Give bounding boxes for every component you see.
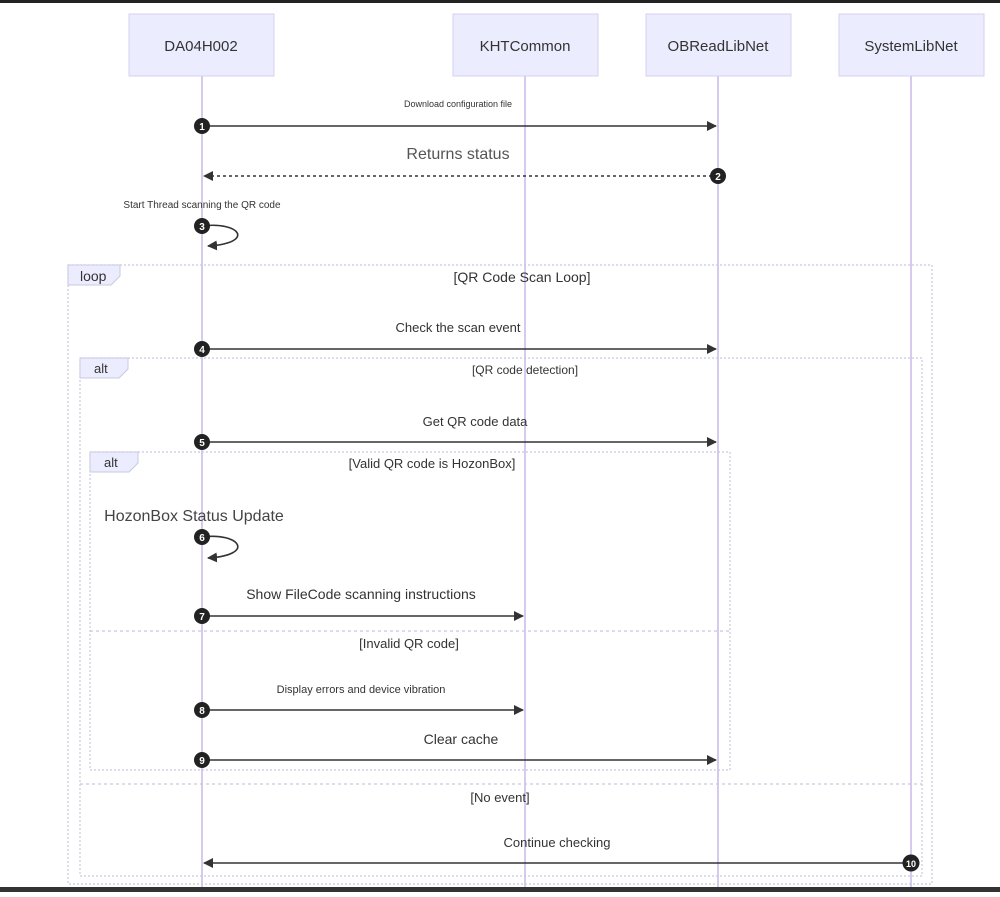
sequence-number-badge	[194, 608, 210, 624]
message-10: Continue checking 10	[203, 835, 920, 872]
fragment-tag: alt	[104, 455, 118, 470]
message-9: Clear cache 9	[194, 731, 717, 768]
participant-khtcommon: KHTCommon	[452, 13, 599, 77]
participant-systemlibnet: SystemLibNet	[838, 13, 985, 77]
message-label: HozonBox Status Update	[104, 508, 284, 525]
participant-label: DA04H002	[164, 38, 237, 55]
sequence-number-badge	[194, 752, 210, 768]
message-label: Download configuration file	[404, 99, 512, 109]
alt-fragment-outer: alt [QR code detection] [No event]	[79, 357, 923, 877]
message-label: Show FileCode scanning instructions	[246, 586, 476, 602]
bottom-edge	[0, 887, 1000, 892]
sequence-number-badge	[194, 218, 210, 234]
sequence-number-badge	[194, 341, 210, 357]
message-label: Display errors and device vibration	[277, 684, 446, 696]
message-4: Check the scan event 4	[194, 320, 717, 357]
sequence-number-badge	[710, 168, 726, 184]
fragment-tag: loop	[80, 268, 107, 284]
message-6: HozonBox Status Update 6	[104, 508, 284, 563]
svg-text:5: 5	[199, 438, 205, 449]
fragment-condition: [QR Code Scan Loop]	[454, 269, 591, 285]
svg-text:8: 8	[199, 706, 205, 717]
alt-fragment-inner: alt [Valid QR code is HozonBox] [Invalid…	[89, 451, 731, 771]
svg-text:9: 9	[199, 756, 205, 767]
participant-obreadlibnet: OBReadLibNet	[645, 13, 792, 77]
sequence-number-badge	[194, 702, 210, 718]
message-7: Show FileCode scanning instructions 7	[194, 586, 524, 624]
message-label: Get QR code data	[423, 414, 529, 429]
else-condition: [Invalid QR code]	[359, 636, 459, 651]
message-label: Start Thread scanning the QR code	[123, 200, 281, 211]
message-5: Get QR code data 5	[194, 414, 717, 450]
svg-text:1: 1	[199, 122, 205, 133]
participant-label: KHTCommon	[480, 38, 571, 55]
svg-text:10: 10	[906, 859, 916, 869]
svg-text:4: 4	[199, 345, 205, 356]
fragment-condition: [Valid QR code is HozonBox]	[349, 456, 516, 471]
svg-text:6: 6	[199, 533, 205, 544]
fragment-condition: [QR code detection]	[472, 363, 578, 377]
message-label: Returns status	[406, 146, 509, 163]
sequence-number-badge	[194, 529, 210, 545]
svg-text:2: 2	[715, 172, 721, 183]
message-8: Display errors and device vibration 8	[194, 684, 524, 718]
participant-label: SystemLibNet	[864, 38, 958, 55]
sequence-number-badge	[194, 434, 210, 450]
message-3: Start Thread scanning the QR code 3	[123, 200, 281, 251]
participant-label: OBReadLibNet	[668, 38, 770, 55]
message-label: Clear cache	[424, 731, 499, 747]
message-2: Returns status 2	[203, 146, 726, 184]
sequence-number-badge	[194, 118, 210, 134]
top-edge	[0, 0, 1000, 3]
message-label: Check the scan event	[395, 320, 520, 335]
message-1: Download configuration file 1	[194, 99, 717, 134]
participant-da04h002: DA04H002	[128, 13, 275, 77]
svg-text:3: 3	[199, 222, 205, 233]
sequence-number-badge	[902, 854, 920, 872]
loop-fragment: loop [QR Code Scan Loop]	[67, 264, 933, 885]
else-condition: [No event]	[470, 790, 529, 805]
message-label: Continue checking	[504, 835, 611, 850]
svg-text:7: 7	[199, 612, 205, 623]
fragment-tag: alt	[94, 361, 108, 376]
